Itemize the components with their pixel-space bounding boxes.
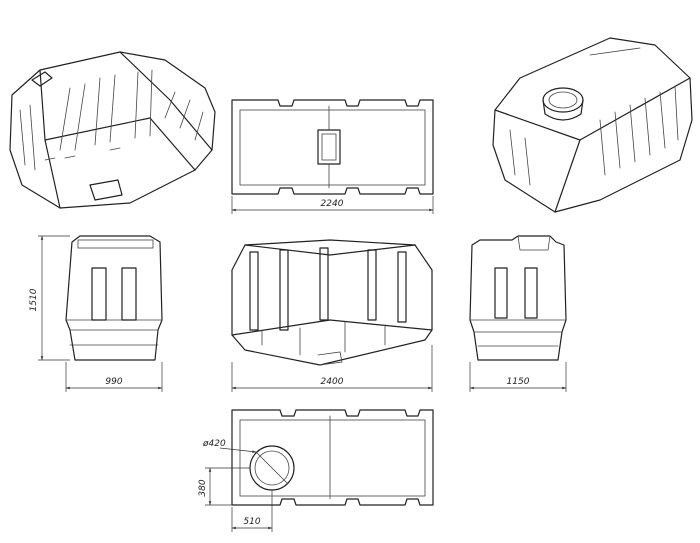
dim-side-width: 990 bbox=[105, 377, 122, 387]
isometric-view-top bbox=[492, 37, 693, 213]
isometric-view-bottom bbox=[9, 51, 216, 209]
dim-hatch-offset-x: 510 bbox=[243, 517, 260, 527]
dim-hatch-offset-y: 380 bbox=[198, 479, 208, 496]
plan-view-hatch: ø420 380 510 bbox=[198, 409, 434, 532]
top-view-plan: 2240 bbox=[231, 99, 434, 214]
front-view-elevation: 2400 bbox=[231, 239, 433, 392]
dim-front-length: 2400 bbox=[321, 377, 344, 387]
side-view-right: 1150 bbox=[469, 235, 567, 392]
dim-side-height: 1510 bbox=[29, 288, 39, 311]
dim-top-length: 2240 bbox=[321, 199, 344, 209]
dim-end-width: 1150 bbox=[507, 377, 530, 387]
side-view-left: 1510 990 bbox=[29, 235, 163, 392]
dim-hatch-diameter: ø420 bbox=[202, 439, 226, 449]
